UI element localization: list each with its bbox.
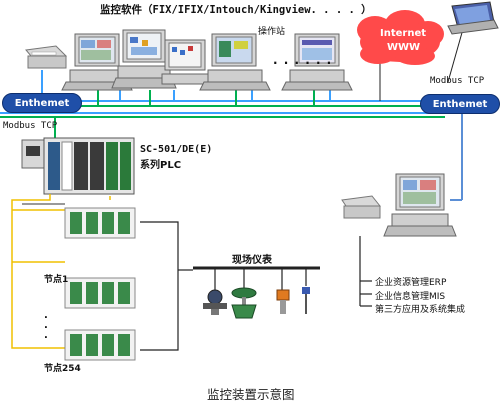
serial-bus — [11, 194, 111, 349]
printer-bottom — [341, 195, 381, 219]
mis-label: 企业信息管理MIS — [375, 292, 446, 302]
more-workstations-ellipsis: · · · · · · — [273, 56, 333, 70]
workstation-1 — [61, 33, 133, 91]
third-party-label: 第三方应用及系统集成 — [375, 305, 466, 315]
ethernet-label-left: Enthemet — [14, 97, 70, 109]
diagram-caption: 监控装置示意图 — [207, 387, 295, 402]
ethernet-label-right: Enthemet — [432, 98, 488, 110]
operator-station-label: 操作站 — [258, 27, 286, 37]
printer-top — [25, 45, 68, 69]
laptop — [447, 1, 499, 35]
io-module-2 — [64, 277, 136, 309]
node-1-label: 节点1 — [44, 275, 69, 285]
erp-label: 企业资源管理ERP — [375, 278, 447, 288]
monitoring-software-title: 监控软件（FIX/IFIX/Intouch/Kingview. . . . ） — [100, 4, 372, 16]
modbus-tcp-right: Modbus TCP — [430, 76, 485, 86]
io-module-1 — [64, 207, 136, 239]
workstation-5 — [281, 33, 353, 91]
plc-model-label: SC-501/DE(E) — [140, 144, 213, 155]
node-254-label: 节点254 — [44, 364, 81, 374]
www-label: WWW — [387, 42, 421, 53]
workstation-3 — [161, 39, 213, 85]
plc-rack — [21, 137, 135, 195]
io-module-3 — [64, 329, 136, 361]
ethernet-pill-left: Enthemet — [2, 93, 82, 113]
workstation-4 — [199, 33, 271, 91]
enterprise-bracket — [359, 236, 372, 307]
node-vertical-dots: . . . — [44, 310, 48, 341]
field-bracket — [140, 221, 320, 351]
internet-label: Internet — [380, 28, 427, 39]
workstation-2 — [111, 29, 177, 89]
plc-series-label: 系列PLC — [140, 160, 182, 171]
transmitter-instrument — [276, 289, 290, 314]
internet-cloud — [357, 10, 444, 65]
modbus-tcp-left: Modbus TCP — [3, 121, 58, 131]
flowmeter-instrument — [203, 289, 227, 315]
ethernet-pill-right: Enthemet — [420, 94, 500, 114]
enterprise-workstation — [383, 173, 457, 237]
control-valve-instrument — [231, 287, 257, 319]
field-instruments-title: 现场仪表 — [232, 255, 272, 266]
sensor-instrument — [302, 287, 310, 314]
